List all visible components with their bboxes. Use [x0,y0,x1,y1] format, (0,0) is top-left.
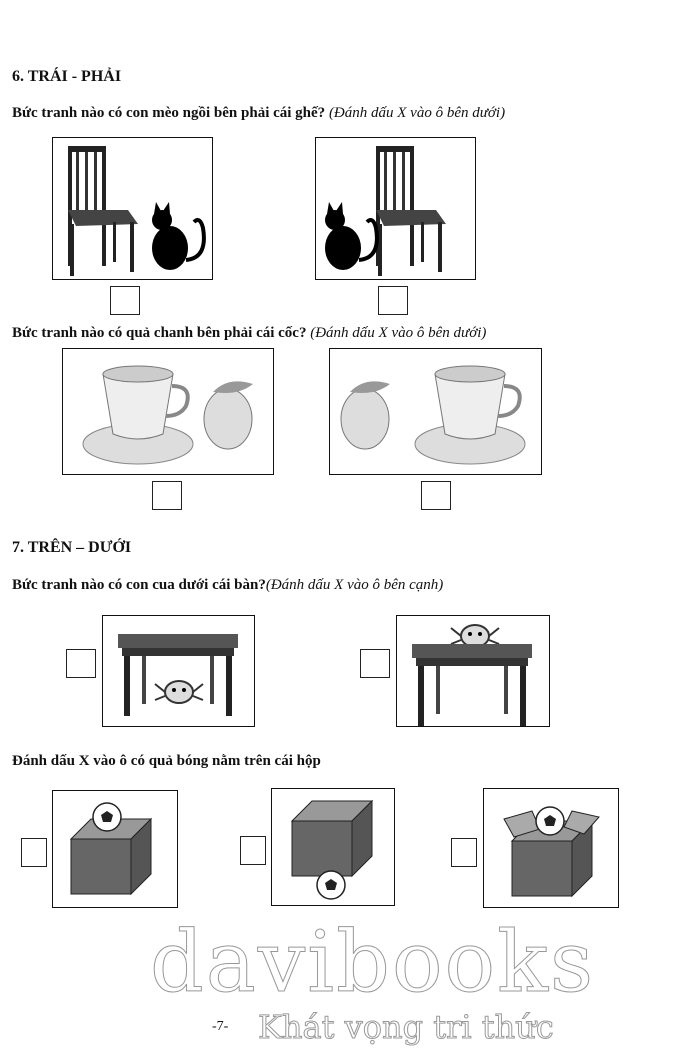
picture-ball-in-open-box [483,788,619,908]
question-text: Bức tranh nào có con mèo ngồi bên phải c… [12,105,326,121]
answer-checkbox[interactable] [152,481,182,510]
question-2: Bức tranh nào có quả chanh bên phải cái … [12,325,486,342]
question-text: Bức tranh nào có con cua dưới cái bàn? [12,577,266,593]
picture-cat-right-of-chair [52,137,213,280]
answer-checkbox[interactable] [421,481,451,510]
page-number: -7- [212,1019,229,1034]
picture-ball-under-box [271,788,395,906]
answer-checkbox[interactable] [360,649,390,678]
picture-ball-on-box [52,790,178,908]
question-hint: (Đánh dấu X vào ô bên cạnh) [265,577,444,593]
answer-checkbox[interactable] [21,838,47,867]
answer-checkbox[interactable] [451,838,477,867]
question-text: Bức tranh nào có quả chanh bên phải cái … [12,325,307,341]
question-hint: (Đánh dấu X vào ô bên dưới) [328,105,506,121]
picture-crab-on-table [396,615,550,727]
watermark-slogan: Khát vọng tri thức [258,1008,555,1046]
section-6-title: 6. TRÁI - PHẢI [12,68,122,85]
question-hint: (Đánh dấu X vào ô bên dưới) [310,325,487,341]
picture-lemon-left-of-cup [329,348,542,475]
watermark-brand: davibooks [149,913,596,1011]
question-3: Bức tranh nào có con cua dưới cái bàn?(Đ… [12,577,443,594]
answer-checkbox[interactable] [66,649,96,678]
picture-crab-under-table [102,615,255,727]
picture-cat-left-of-chair [315,137,476,280]
question-1: Bức tranh nào có con mèo ngồi bên phải c… [12,105,505,122]
picture-lemon-right-of-cup [62,348,274,475]
section-7-title: 7. TRÊN – DƯỚI [12,539,132,556]
answer-checkbox[interactable] [110,286,140,315]
answer-checkbox[interactable] [240,836,266,865]
answer-checkbox[interactable] [378,286,408,315]
question-4: Đánh dấu X vào ô có quả bóng nằm trên cá… [12,753,321,769]
